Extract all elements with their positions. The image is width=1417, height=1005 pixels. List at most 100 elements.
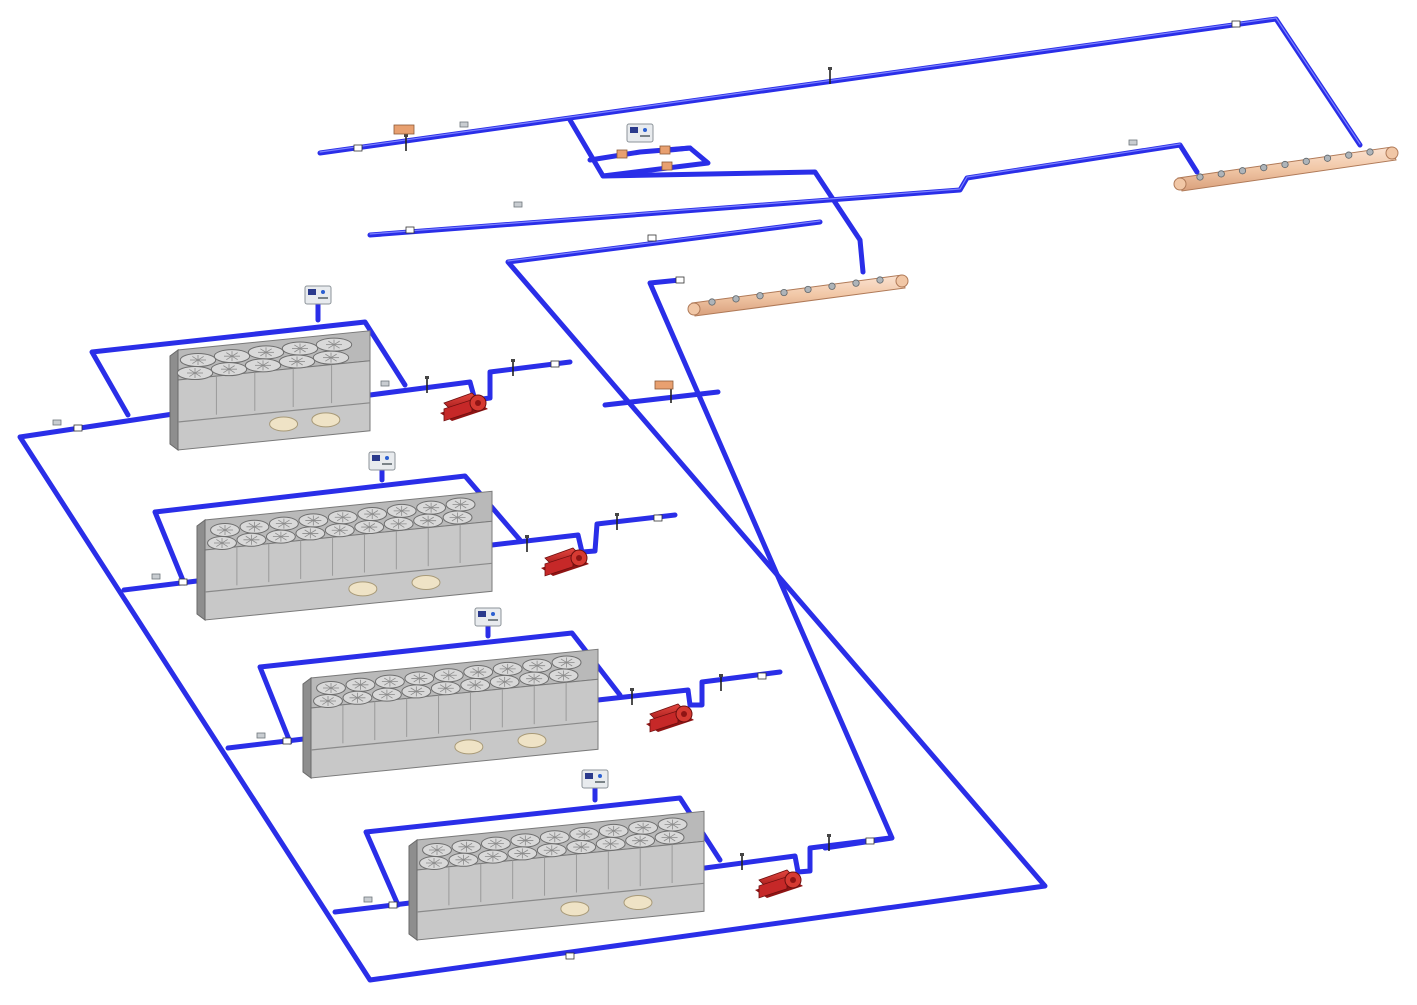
pipe-crossover [602, 389, 721, 408]
fan-icon [548, 668, 579, 683]
valve-marker [73, 424, 83, 432]
controller-chiller-4 [581, 769, 609, 789]
fan-icon [268, 516, 299, 531]
valve-marker [675, 276, 685, 284]
fan-icon [354, 520, 385, 535]
fan-icon [213, 349, 251, 364]
controller-chiller-1 [304, 285, 332, 305]
compressor [269, 416, 299, 432]
manifold-port [828, 282, 836, 290]
fan-icon [312, 350, 350, 365]
fan-icon [628, 820, 659, 835]
fan-icon [313, 694, 343, 708]
butterfly-valve [718, 673, 724, 692]
chiller-frame [177, 402, 371, 423]
chiller-frame [416, 882, 705, 913]
flow-meter [661, 161, 673, 171]
manifold-supply [687, 274, 909, 317]
pump-3 [645, 703, 695, 733]
pipe-chiller-4-supply [702, 835, 893, 875]
sensor-tag [513, 201, 523, 208]
fan-icon [413, 513, 444, 528]
valve-marker [178, 578, 188, 586]
fan-icon [451, 839, 482, 854]
manifold-port [1238, 167, 1247, 175]
fan-icon [489, 674, 520, 689]
fan-icon [298, 513, 329, 528]
fan-icon [480, 836, 511, 851]
fan-icon [324, 523, 355, 538]
fan-icon [371, 687, 402, 702]
pipe-top-header [317, 16, 1363, 156]
fan-icon [551, 655, 582, 670]
fan-icon [281, 341, 319, 356]
pump-2 [540, 547, 590, 577]
fan-icon [460, 678, 491, 693]
fan-icon [422, 843, 452, 857]
chiller-side [302, 677, 312, 779]
fan-icon [463, 665, 494, 680]
manifold-port [852, 279, 860, 287]
sensor-tag [1128, 139, 1138, 146]
pipe-chiller-2-supply [489, 512, 678, 555]
fan-icon [315, 337, 353, 352]
flow-meter [659, 145, 671, 155]
chiller-2 [196, 490, 493, 621]
flow-meter [654, 380, 674, 390]
fan-icon [477, 849, 508, 864]
pipe-chiller-3-supply [595, 669, 783, 708]
valve-marker [550, 360, 560, 368]
manifold-port [876, 276, 884, 284]
chiller-side [408, 839, 418, 941]
fan-icon [657, 817, 688, 832]
sensor-tag [151, 573, 161, 580]
manifold-port [1366, 148, 1374, 156]
pipe-riser-to-supply-manifold [600, 169, 866, 275]
manifold-return [1173, 146, 1399, 192]
valve-marker [405, 226, 415, 234]
fan-icon [295, 526, 326, 541]
sensor-tag [459, 121, 469, 128]
fan-icon [316, 681, 346, 695]
fan-icon [404, 671, 435, 686]
manifold-port [1323, 154, 1332, 162]
manifold-port [1260, 164, 1268, 172]
fan-icon [598, 823, 629, 838]
manifold-port [1196, 173, 1204, 181]
chillers [169, 330, 705, 941]
fan-icon [210, 523, 240, 537]
fan-icon [401, 684, 432, 699]
pipe-second-header [367, 142, 1200, 238]
fan-icon [342, 690, 373, 705]
fan-icon [654, 830, 685, 845]
compressor [454, 739, 484, 755]
valve-marker [757, 672, 767, 680]
fan-icon [536, 843, 567, 858]
compressor [623, 895, 653, 911]
fan-icon [430, 681, 461, 696]
fan-icon [207, 536, 237, 550]
fan-icon [419, 856, 449, 870]
valve-marker [353, 144, 363, 152]
compressor [311, 412, 341, 428]
chiller-3 [302, 648, 599, 779]
piping-network [17, 16, 1363, 983]
manifold-port [756, 292, 764, 300]
valve-marker [565, 952, 575, 960]
chiller-frame [310, 720, 599, 751]
flow-meter [616, 149, 628, 159]
fan-icon [265, 529, 296, 544]
fan-icon [374, 674, 405, 689]
manifold-port [780, 288, 788, 297]
sensor-tag [363, 896, 373, 903]
fan-icon [492, 661, 523, 676]
sensor-tag [256, 732, 266, 739]
fan-icon [383, 516, 414, 531]
fan-icon [357, 507, 388, 522]
valve-marker [282, 737, 292, 745]
manifold-port [732, 295, 740, 303]
compressor [411, 575, 441, 591]
valve-marker [647, 234, 657, 242]
fan-icon [247, 345, 285, 360]
compressor [560, 901, 590, 917]
